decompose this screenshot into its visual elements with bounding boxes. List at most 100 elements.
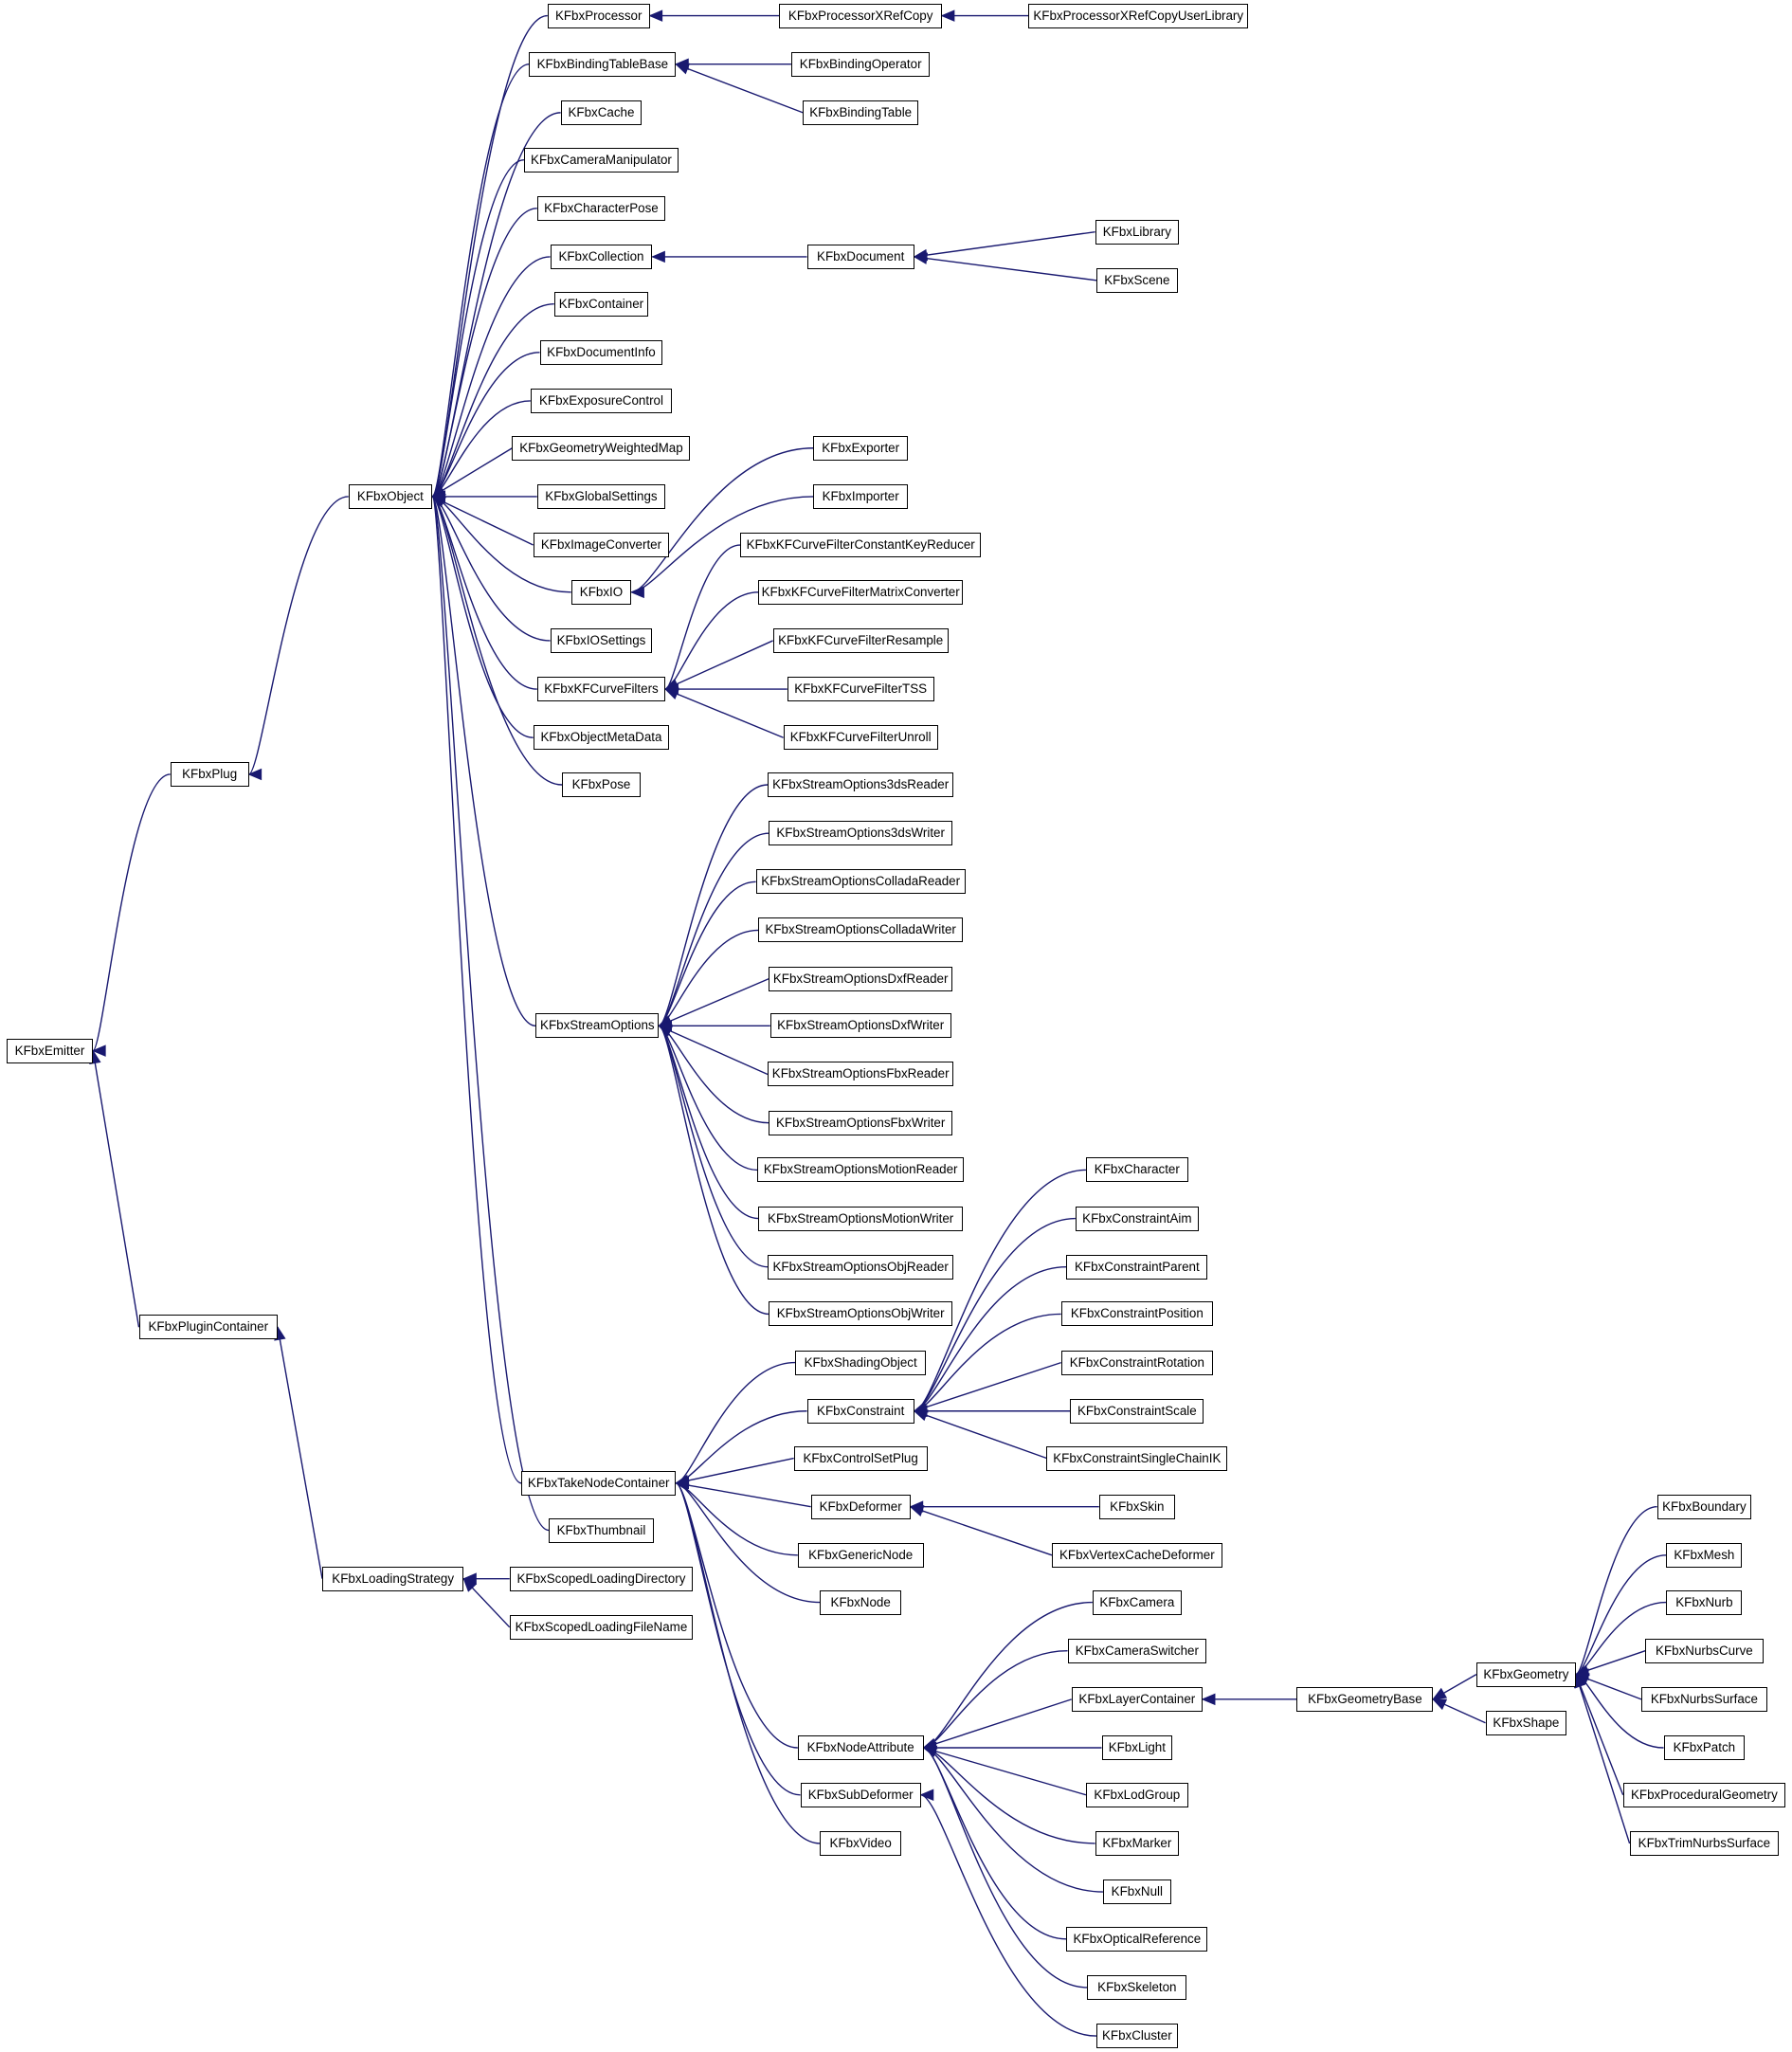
class-node-so-3ds-reader[interactable]: KFbxStreamOptions3dsReader <box>768 772 954 797</box>
class-node-lod-group[interactable]: KFbxLodGroup <box>1085 1782 1188 1807</box>
class-node-binding-table-base[interactable]: KFbxBindingTableBase <box>529 51 677 77</box>
class-node-nurb[interactable]: KFbxNurb <box>1666 1589 1743 1615</box>
class-node-document-info[interactable]: KFbxDocumentInfo <box>539 339 663 365</box>
class-node-so-fbx-reader[interactable]: KFbxStreamOptionsFbxReader <box>768 1062 954 1087</box>
class-node-object-meta-data[interactable]: KFbxObjectMetaData <box>533 725 670 751</box>
class-node-object[interactable]: KFbxObject <box>348 483 433 509</box>
class-node-container[interactable]: KFbxContainer <box>553 291 649 317</box>
class-node-camera[interactable]: KFbxCamera <box>1092 1589 1182 1615</box>
class-node-constraint-parent[interactable]: KFbxConstraintParent <box>1066 1254 1208 1280</box>
class-node-skin[interactable]: KFbxSkin <box>1098 1494 1175 1519</box>
class-node-light[interactable]: KFbxLight <box>1101 1735 1173 1760</box>
class-node-exporter[interactable]: KFbxExporter <box>813 435 908 461</box>
class-node-so-obj-writer[interactable]: KFbxStreamOptionsObjWriter <box>769 1301 952 1327</box>
class-node-generic-node[interactable]: KFbxGenericNode <box>797 1542 924 1568</box>
class-node-exposure-control[interactable]: KFbxExposureControl <box>530 388 673 413</box>
class-node-shading-object[interactable]: KFbxShadingObject <box>795 1350 927 1375</box>
class-node-cache[interactable]: KFbxCache <box>560 100 643 125</box>
edge-exporter-to-io <box>631 447 814 593</box>
class-node-binding-table[interactable]: KFbxBindingTable <box>803 100 918 125</box>
class-node-so-3ds-writer[interactable]: KFbxStreamOptions3dsWriter <box>769 821 952 846</box>
class-node-constraint-aim[interactable]: KFbxConstraintAim <box>1075 1206 1199 1231</box>
edge-marker-to-node-attribute <box>923 1747 1095 1844</box>
class-node-constraint-scale[interactable]: KFbxConstraintScale <box>1070 1398 1204 1424</box>
class-node-constraint[interactable]: KFbxConstraint <box>806 1398 914 1424</box>
edge-geometry-weighted-map-to-object <box>431 447 513 498</box>
class-node-procedural-geometry[interactable]: KFbxProceduralGeometry <box>1622 1782 1786 1807</box>
class-node-pose[interactable]: KFbxPose <box>562 772 641 797</box>
class-node-plug[interactable]: KFbxPlug <box>170 761 249 787</box>
class-node-patch[interactable]: KFbxPatch <box>1663 1735 1746 1760</box>
class-node-loading-strategy[interactable]: KFbxLoadingStrategy <box>322 1566 464 1591</box>
class-node-constraint-rotation[interactable]: KFbxConstraintRotation <box>1060 1350 1213 1375</box>
class-node-binding-operator[interactable]: KFbxBindingOperator <box>790 51 931 77</box>
class-node-deformer[interactable]: KFbxDeformer <box>810 1494 911 1519</box>
edge-node-attribute-to-take-node-container <box>675 1482 798 1749</box>
class-node-emitter[interactable]: KFbxEmitter <box>6 1038 94 1063</box>
class-node-library[interactable]: KFbxLibrary <box>1095 219 1180 245</box>
class-node-so-motion-writer[interactable]: KFbxStreamOptionsMotionWriter <box>758 1206 963 1231</box>
class-node-so-dxf-reader[interactable]: KFbxStreamOptionsDxfReader <box>769 966 952 991</box>
class-node-scoped-file[interactable]: KFbxScopedLoadingFileName <box>509 1614 694 1640</box>
class-node-kff-matrix[interactable]: KFbxKFCurveFilterMatrixConverter <box>758 579 963 605</box>
class-node-control-set-plug[interactable]: KFbxControlSetPlug <box>793 1445 928 1471</box>
class-node-processor[interactable]: KFbxProcessor <box>547 3 650 28</box>
class-node-constraint-position[interactable]: KFbxConstraintPosition <box>1060 1301 1213 1327</box>
class-node-so-fbx-writer[interactable]: KFbxStreamOptionsFbxWriter <box>769 1110 952 1135</box>
class-node-camera-manipulator[interactable]: KFbxCameraManipulator <box>523 147 679 173</box>
class-node-scoped-dir[interactable]: KFbxScopedLoadingDirectory <box>509 1566 694 1591</box>
class-node-nurbs-curve[interactable]: KFbxNurbsCurve <box>1645 1638 1764 1663</box>
class-node-constraint-single-chain-ik[interactable]: KFbxConstraintSingleChainIK <box>1046 1445 1228 1471</box>
class-node-cluster[interactable]: KFbxCluster <box>1095 2024 1178 2049</box>
class-node-nurbs-surface[interactable]: KFbxNurbsSurface <box>1641 1686 1767 1712</box>
class-node-kff-constant[interactable]: KFbxKFCurveFilterConstantKeyReducer <box>740 533 982 558</box>
class-node-io-settings[interactable]: KFbxIOSettings <box>550 627 653 653</box>
class-node-layer-container[interactable]: KFbxLayerContainer <box>1071 1686 1203 1712</box>
class-node-so-collada-reader[interactable]: KFbxStreamOptionsColladaReader <box>755 869 966 895</box>
class-node-so-obj-reader[interactable]: KFbxStreamOptionsObjReader <box>768 1254 954 1280</box>
edge-binding-table-to-binding-table-base <box>676 64 804 114</box>
edge-so-obj-reader-to-stream-options <box>658 1025 769 1268</box>
class-node-camera-switcher[interactable]: KFbxCameraSwitcher <box>1067 1638 1207 1663</box>
class-node-take-node-container[interactable]: KFbxTakeNodeContainer <box>521 1470 677 1496</box>
class-node-io[interactable]: KFbxIO <box>570 579 632 605</box>
class-node-node-attribute[interactable]: KFbxNodeAttribute <box>797 1735 924 1760</box>
class-node-boundary[interactable]: KFbxBoundary <box>1656 1494 1752 1519</box>
class-node-kff-resample[interactable]: KFbxKFCurveFilterResample <box>772 627 949 653</box>
class-node-vertex-cache-deformer[interactable]: KFbxVertexCacheDeformer <box>1051 1542 1222 1568</box>
class-node-collection[interactable]: KFbxCollection <box>550 244 653 269</box>
class-node-plugin-container[interactable]: KFbxPluginContainer <box>138 1315 279 1340</box>
class-node-shape[interactable]: KFbxShape <box>1485 1710 1567 1735</box>
class-node-processor-xref-user[interactable]: KFbxProcessorXRefCopyUserLibrary <box>1028 3 1249 28</box>
class-node-character[interactable]: KFbxCharacter <box>1085 1157 1188 1183</box>
class-node-character-pose[interactable]: KFbxCharacterPose <box>536 195 666 221</box>
class-node-mesh[interactable]: KFbxMesh <box>1666 1542 1743 1568</box>
class-node-sub-deformer[interactable]: KFbxSubDeformer <box>800 1782 921 1807</box>
class-node-so-motion-reader[interactable]: KFbxStreamOptionsMotionReader <box>756 1157 965 1183</box>
class-node-importer[interactable]: KFbxImporter <box>813 483 908 509</box>
class-node-so-dxf-writer[interactable]: KFbxStreamOptionsDxfWriter <box>769 1013 951 1039</box>
class-node-node[interactable]: KFbxNode <box>820 1589 902 1615</box>
edge-node-to-take-node-container <box>676 1482 821 1604</box>
class-node-optical-reference[interactable]: KFbxOpticalReference <box>1066 1926 1208 1952</box>
class-node-trim-nurbs-surface[interactable]: KFbxTrimNurbsSurface <box>1629 1830 1780 1856</box>
class-node-kfcurve-filters[interactable]: KFbxKFCurveFilters <box>536 677 666 702</box>
class-node-geometry-base[interactable]: KFbxGeometryBase <box>1296 1686 1434 1712</box>
class-node-skeleton[interactable]: KFbxSkeleton <box>1087 1974 1187 2000</box>
class-node-video[interactable]: KFbxVideo <box>820 1830 902 1856</box>
class-node-null[interactable]: KFbxNull <box>1102 1879 1171 1905</box>
class-node-global-settings[interactable]: KFbxGlobalSettings <box>536 483 666 509</box>
class-node-marker[interactable]: KFbxMarker <box>1095 1830 1180 1856</box>
class-node-so-collada-writer[interactable]: KFbxStreamOptionsColladaWriter <box>758 917 963 943</box>
class-node-image-converter[interactable]: KFbxImageConverter <box>533 533 670 558</box>
class-node-geometry[interactable]: KFbxGeometry <box>1475 1662 1576 1687</box>
class-node-scene[interactable]: KFbxScene <box>1095 267 1178 293</box>
class-node-kff-unroll[interactable]: KFbxKFCurveFilterUnroll <box>783 725 938 751</box>
class-node-kff-tss[interactable]: KFbxKFCurveFilterTSS <box>787 677 934 702</box>
class-node-geometry-weighted-map[interactable]: KFbxGeometryWeightedMap <box>512 435 691 461</box>
class-node-document[interactable]: KFbxDocument <box>806 244 914 269</box>
class-node-thumbnail[interactable]: KFbxThumbnail <box>549 1517 654 1543</box>
class-node-processor-xref[interactable]: KFbxProcessorXRefCopy <box>779 3 942 28</box>
class-node-stream-options[interactable]: KFbxStreamOptions <box>535 1013 660 1039</box>
